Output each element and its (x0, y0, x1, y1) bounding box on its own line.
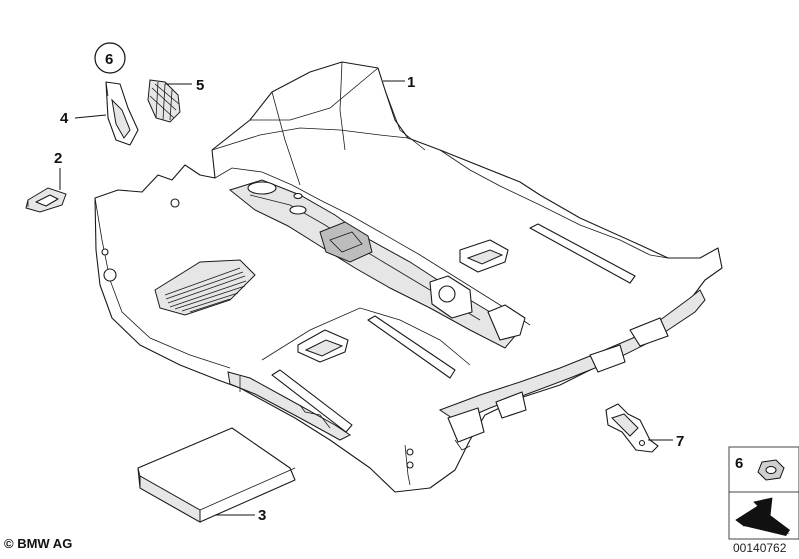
grille-pad-part-5 (147, 79, 181, 123)
callout-7: 7 (676, 433, 684, 450)
callout-4: 4 (60, 110, 69, 127)
callout-5: 5 (196, 77, 204, 94)
wedge-pad-part-4 (105, 81, 139, 146)
nut-icon (757, 459, 785, 481)
callout-3: 3 (258, 507, 266, 524)
bracket-part-7 (605, 403, 659, 453)
insulation-pad-part-3 (137, 427, 296, 523)
copyright-text: © BMW AG (4, 536, 73, 551)
reference-number: 00140762 (733, 541, 787, 555)
direction-arrow-icon (735, 497, 790, 536)
callout-1: 1 (407, 74, 415, 91)
legend-box: 6 (728, 446, 799, 540)
callout-6-circled: 6 (94, 42, 126, 74)
clip-part-2 (25, 187, 67, 213)
callout-2: 2 (54, 150, 62, 167)
leader-lines (59, 80, 673, 516)
callout-6-circled-label: 6 (105, 51, 113, 68)
floor-covering (94, 61, 723, 493)
legend-callout-6: 6 (735, 455, 743, 472)
